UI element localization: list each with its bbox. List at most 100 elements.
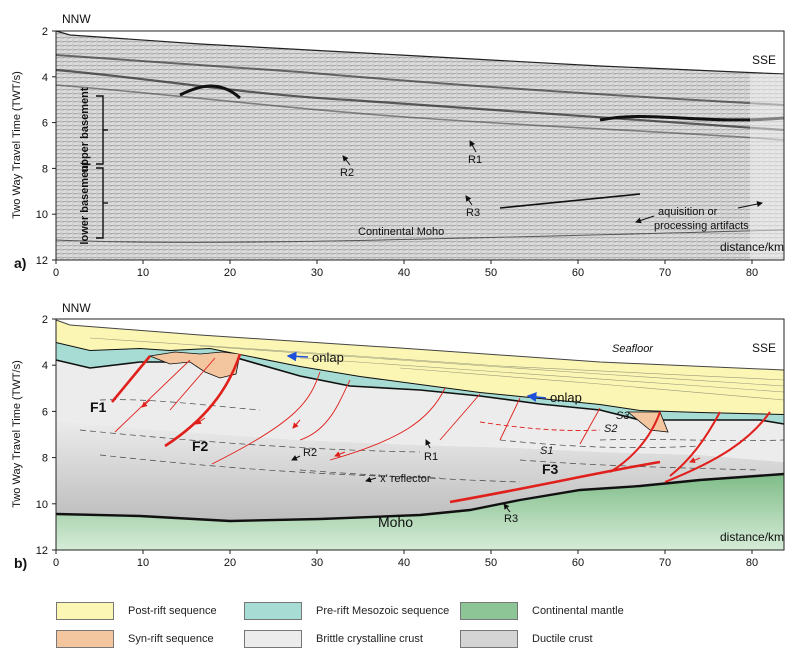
a-xtick: 30 (311, 267, 323, 279)
legend-item-syn-rift: Syn-rift sequence (56, 630, 214, 648)
a-xtick: 40 (398, 267, 410, 279)
legend-swatch (460, 630, 518, 648)
a-xtick: 10 (137, 267, 149, 279)
b-moho-label: Moho (378, 514, 413, 530)
legend-swatch (460, 602, 518, 620)
fault-lines (110, 353, 771, 504)
panel-b-y-axis: 2 4 6 8 10 12 Two Way Travel Time (TWT/s… (11, 314, 56, 557)
b-xtick: 40 (398, 557, 410, 569)
a-ytick: 12 (36, 255, 48, 267)
a-ytick: 8 (42, 163, 48, 175)
a-xtick: 0 (53, 267, 59, 279)
b-r2-label: R2 (303, 447, 317, 459)
b-r1-label: R1 (424, 451, 438, 463)
panel-a-x-axis: 0 10 20 30 40 50 60 70 80 (53, 260, 758, 279)
seismic-figure: 2 4 6 8 10 12 Two Way Travel Time (TWT/s… (11, 12, 785, 571)
f2-label: F2 (192, 438, 209, 454)
f1-label: F1 (90, 399, 107, 415)
a-ytick: 4 (42, 72, 48, 84)
b-xtick: 50 (485, 557, 497, 569)
b-sse-label: SSE (752, 341, 776, 355)
panel-a-y-axis: 2 4 6 8 10 12 Two Way Travel Time (TWT/s… (11, 26, 56, 267)
b-ytick: 10 (36, 499, 48, 511)
f3-label: F3 (542, 461, 559, 477)
basement-brackets: upper basement lower basement (79, 87, 108, 245)
a-r1-label: R1 (468, 154, 482, 166)
b-nnw-label: NNW (62, 301, 91, 315)
seismic-image (55, 30, 785, 260)
a-moho-label: Continental Moho (358, 226, 444, 238)
panel-a: 2 4 6 8 10 12 Two Way Travel Time (TWT/s… (11, 12, 785, 279)
ductile-crust-area (56, 420, 784, 521)
s3-label: S3 (616, 410, 630, 422)
continental-mantle-area (56, 474, 784, 550)
a-sse-label: SSE (752, 53, 776, 67)
artifacts-label-1: aquisition or (658, 206, 718, 218)
a-r2-label: R2 (340, 167, 354, 179)
legend-label: Pre-rift Mesozoic sequence (316, 605, 450, 617)
brittle-crust-area (56, 356, 784, 462)
artifacts-label-2: processing artifacts (654, 220, 749, 232)
a-xtick: 50 (485, 267, 497, 279)
panel-a-label: a) (14, 255, 26, 271)
b-ytick: 2 (42, 314, 48, 326)
b-ytick: 8 (42, 453, 48, 465)
legend-label: Post-rift sequence (128, 605, 217, 617)
a-r3-label: R3 (466, 207, 480, 219)
panel-b-frame (55, 318, 785, 551)
s1-label: S1 (540, 445, 553, 457)
a-ytick: 6 (42, 118, 48, 130)
b-xtick: 30 (311, 557, 323, 569)
lower-basement-label: lower basement (79, 161, 91, 244)
legend-label: Syn-rift sequence (128, 633, 214, 645)
legend-swatch (244, 630, 302, 648)
a-xtick: 70 (659, 267, 671, 279)
moho-line (55, 472, 785, 523)
b-distance-label: distance/km (720, 530, 784, 544)
b-xtick: 0 (53, 557, 59, 569)
pre-rift-area (56, 342, 784, 424)
panel-b-label: b) (14, 555, 27, 571)
legend-label: Ductile crust (532, 633, 593, 645)
legend-swatch (56, 630, 114, 648)
a-nnw-label: NNW (62, 12, 91, 26)
legend-label: Brittle crystalline crust (316, 633, 423, 645)
a-xtick: 80 (746, 267, 758, 279)
upper-basement-label: upper basement (79, 87, 91, 172)
a-ytick: 10 (36, 209, 48, 221)
panel-b: 2 4 6 8 10 12 Two Way Travel Time (TWT/s… (11, 301, 785, 571)
a-ylabel: Two Way Travel Time (TWT/s) (11, 71, 23, 219)
a-distance-label: distance/km (720, 240, 784, 254)
legend-item-pre-rift: Pre-rift Mesozoic sequence (244, 602, 449, 620)
onlap-label-2: onlap (550, 390, 582, 405)
legend-item-post-rift: Post-rift sequence (56, 602, 217, 620)
syn-rift-area (148, 351, 241, 379)
legend-swatch (56, 602, 114, 620)
legend-item-ductile: Ductile crust (460, 630, 593, 648)
onlap-label-1: onlap (312, 350, 344, 365)
panel-a-frame (55, 30, 785, 261)
panel-b-x-axis: 0 10 20 30 40 50 60 70 80 (53, 550, 758, 569)
b-ylabel: Two Way Travel Time (TWT/s) (11, 360, 23, 508)
b-xtick: 60 (572, 557, 584, 569)
legend-swatch (244, 602, 302, 620)
b-xtick: 70 (659, 557, 671, 569)
s2-label: S2 (604, 423, 617, 435)
b-xtick: 80 (746, 557, 758, 569)
seafloor-label: Seafloor (612, 343, 654, 355)
a-xtick: 60 (572, 267, 584, 279)
a-ytick: 2 (42, 26, 48, 38)
b-ytick: 12 (36, 545, 48, 557)
legend-label: Continental mantle (532, 605, 624, 617)
legend-item-mantle: Continental mantle (460, 602, 624, 620)
crustal-reflectors (79, 399, 785, 483)
b-ytick: 4 (42, 360, 48, 372)
x-reflector-label: 'x' reflector (378, 473, 431, 485)
post-rift-reflectors (89, 337, 785, 401)
legend: Post-rift sequence Pre-rift Mesozoic seq… (0, 596, 800, 666)
a-xtick: 20 (224, 267, 236, 279)
b-r3-label: R3 (504, 513, 518, 525)
b-xtick: 10 (137, 557, 149, 569)
b-ytick: 6 (42, 406, 48, 418)
legend-item-brittle: Brittle crystalline crust (244, 630, 423, 648)
